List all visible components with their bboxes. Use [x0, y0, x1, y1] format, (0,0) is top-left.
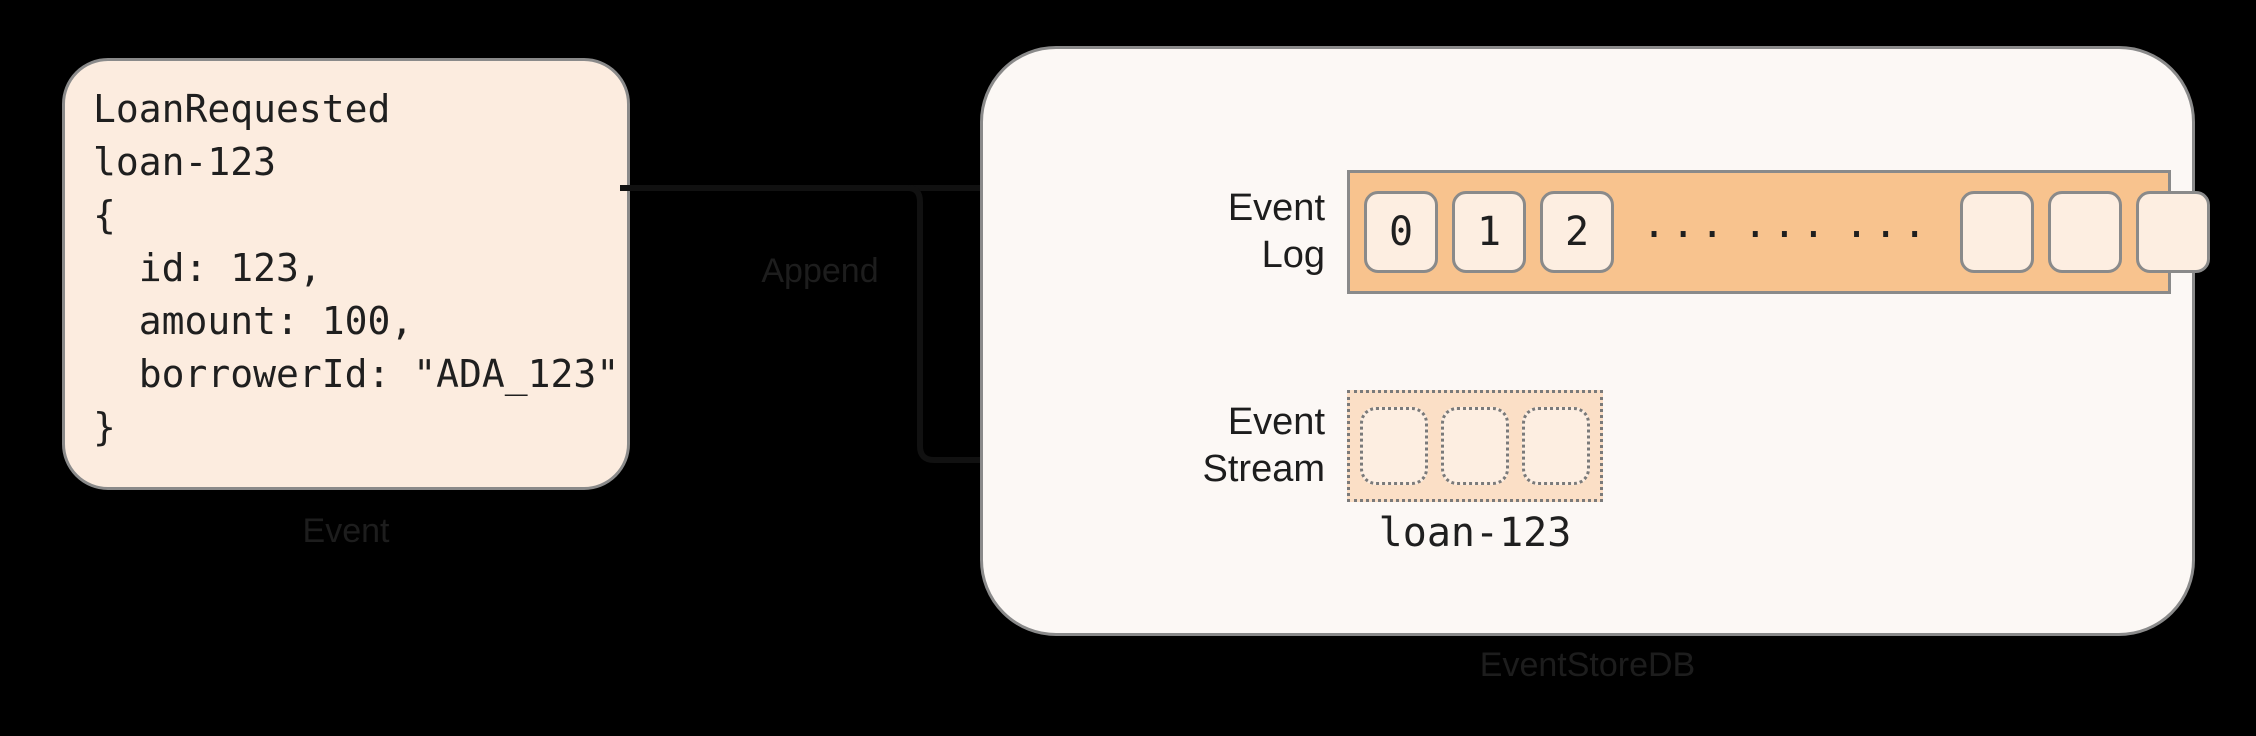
- event-stream-cell: [1360, 407, 1428, 485]
- event-log-row: Event Log 0 1 2 ... ... ...: [1185, 170, 2210, 294]
- event-store-panel: [980, 46, 2195, 636]
- event-store-caption: EventStoreDB: [1479, 646, 1696, 684]
- event-stream-cell: [1522, 407, 1590, 485]
- event-card-code: LoanRequested loan-123 { id: 123, amount…: [93, 87, 620, 449]
- event-stream-row: Event Stream: [1185, 390, 1603, 502]
- event-stream-cell: [1441, 407, 1509, 485]
- event-stream-caption: loan-123: [1378, 510, 1572, 556]
- event-log-cell: [2047, 191, 2122, 273]
- event-card-caption: Event: [302, 512, 390, 550]
- event-log-label: Event Log: [1227, 187, 1325, 276]
- event-stream-label: Event Stream: [1202, 401, 1325, 490]
- event-card: LoanRequested loan-123 { id: 123, amount…: [62, 58, 630, 490]
- event-log-cell: 1: [1452, 191, 1526, 273]
- event-log-cell: 0: [1364, 191, 1438, 273]
- event-log-bar: 0 1 2 ... ... ...: [1347, 170, 2210, 294]
- event-log-cell: [2135, 191, 2210, 273]
- ellipsis-dots: ...: [1743, 201, 1831, 247]
- ellipsis-dots: ...: [1642, 201, 1730, 247]
- ellipsis-dots: ...: [1844, 201, 1932, 247]
- event-log-cell: [1959, 191, 2034, 273]
- event-stream-bar: [1347, 390, 1603, 502]
- event-log-cell: 2: [1540, 191, 1614, 273]
- append-label: Append: [761, 252, 879, 290]
